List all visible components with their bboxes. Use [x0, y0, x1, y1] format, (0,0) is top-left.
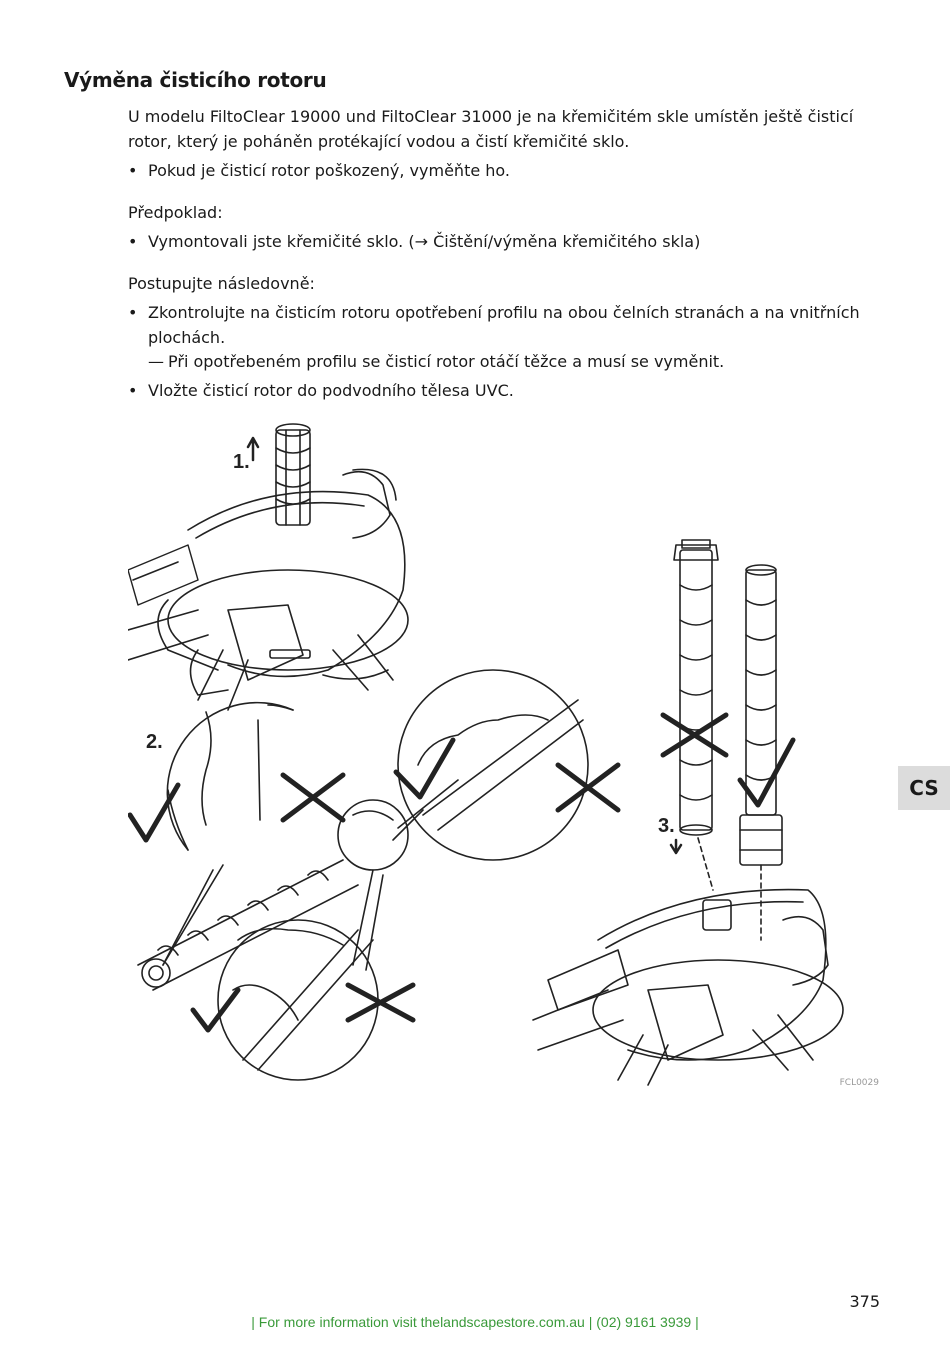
bullet-text: Zkontrolujte na čisticím rotoru opotřebe… [148, 303, 860, 347]
bullet-marker: • [128, 381, 138, 400]
step3-label: 3. [658, 815, 675, 837]
step1-drawing [128, 423, 409, 711]
bullet-item: • Pokud je čisticí rotor poškozený, vymě… [128, 158, 878, 183]
step2-drawing [128, 669, 621, 1081]
bullet-text: Vymontovali jste křemičité sklo. (→ Čišt… [148, 232, 701, 251]
bullet-text: Vložte čisticí rotor do podvodního těles… [148, 381, 514, 400]
bullet-item: • Vymontovali jste křemičité sklo. (→ Či… [128, 229, 878, 254]
bullet-marker: • [128, 232, 138, 251]
section-heading: Výměna čisticího rotoru [64, 68, 327, 92]
dash-marker: — [148, 352, 164, 371]
bullet-item: • Vložte čisticí rotor do podvodního těl… [128, 378, 878, 403]
prerequisite-label: Předpoklad: [128, 203, 223, 222]
step1-label: 1. [233, 451, 250, 473]
sub-item-text: Při opotřebeném profilu se čisticí rotor… [168, 352, 725, 371]
bullet-item: • Zkontrolujte na čisticím rotoru opotře… [128, 300, 878, 350]
page-number: 375 [849, 1292, 880, 1311]
bullet-marker: • [128, 161, 138, 180]
sub-item: — Při opotřebeném profilu se čisticí rot… [148, 349, 878, 374]
language-tab: CS [898, 766, 950, 810]
procedure-label: Postupujte následovně: [128, 274, 315, 293]
bullet-text: Pokud je čisticí rotor poškozený, vyměňt… [148, 161, 510, 180]
figure-code: FCL0029 [839, 1078, 879, 1088]
bullet-marker: • [128, 303, 138, 322]
step2-label: 2. [146, 731, 163, 753]
footer-link[interactable]: | For more information visit thelandscap… [251, 1314, 699, 1330]
instruction-illustration: 1. 2. [128, 423, 844, 1086]
step3-drawing [532, 539, 844, 1086]
intro-paragraph: U modelu FiltoClear 19000 und FiltoClear… [128, 107, 854, 151]
